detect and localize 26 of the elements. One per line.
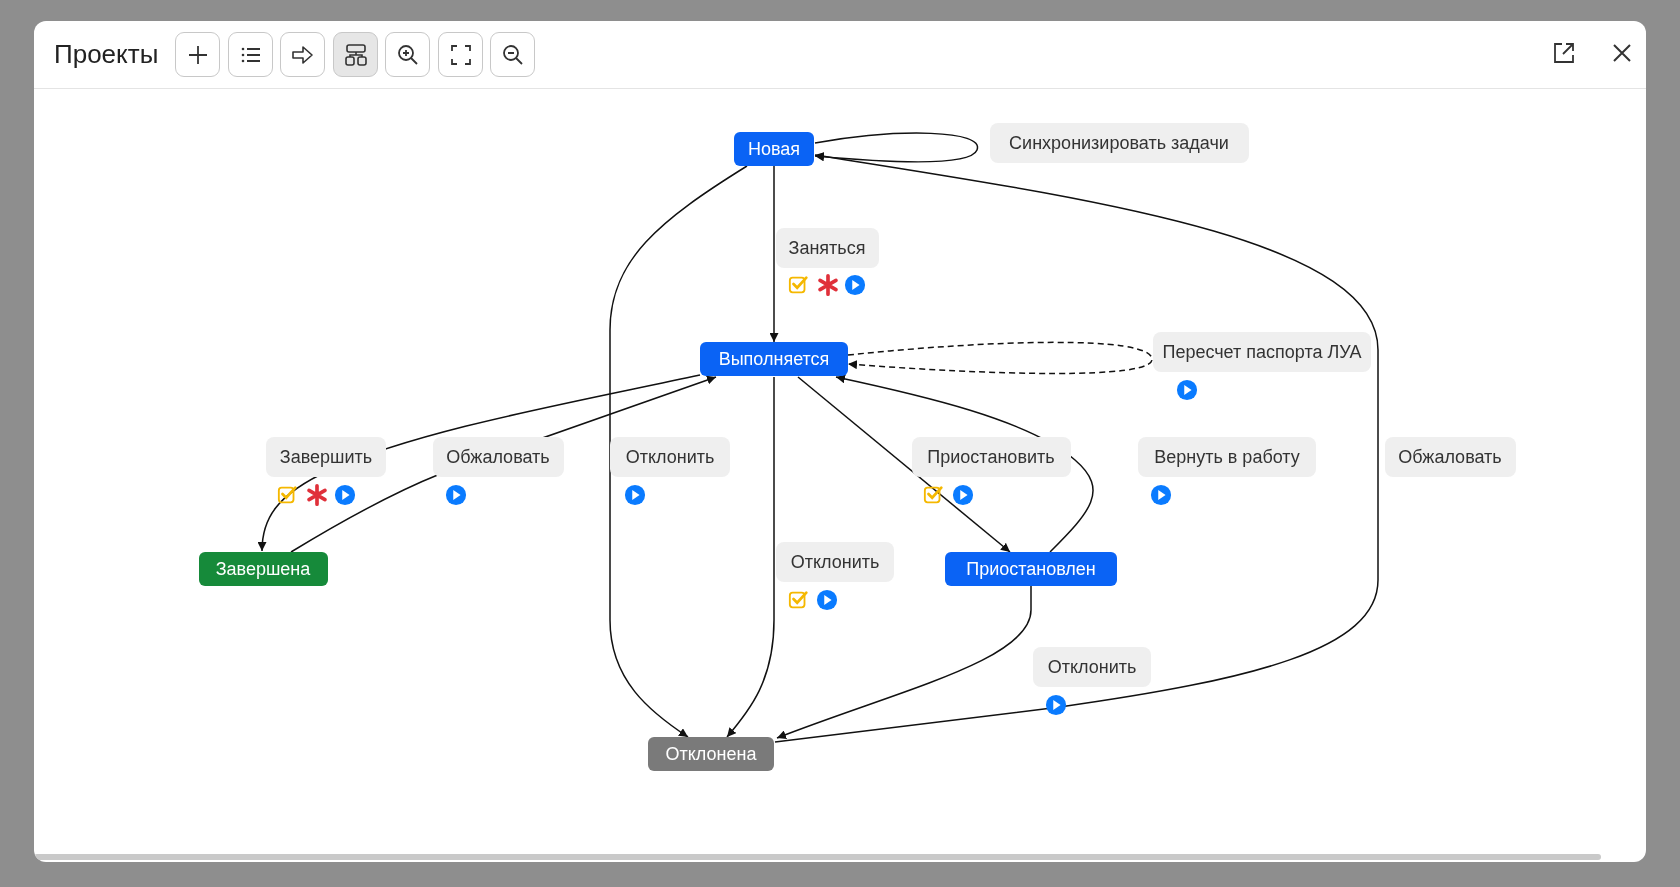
edge-label: Отклонить <box>1033 647 1151 687</box>
edge-label: Приостановить <box>911 437 1071 477</box>
state-box: Завершена <box>198 552 328 586</box>
dialog-title: Проекты <box>54 39 159 70</box>
state-box: Отклонена <box>648 737 774 771</box>
state-box: Новая <box>734 132 814 166</box>
loop-arrow <box>847 341 1153 375</box>
edge-label: Пересчет паспорта ЛУА <box>1153 332 1371 372</box>
edge-label: Отклонить <box>610 437 730 477</box>
arrow <box>776 585 1032 740</box>
edge-label: Обжаловать <box>432 437 564 477</box>
arrow <box>609 165 748 738</box>
edge-label: Отклонить <box>776 542 894 582</box>
state-box: Приостановлен <box>945 552 1117 586</box>
arrow <box>726 376 775 738</box>
arrow <box>774 151 1379 743</box>
edge-label: Вернуть в работу <box>1138 437 1316 477</box>
loop-arrow <box>814 132 978 163</box>
edge-label: Завершить <box>266 437 386 477</box>
edge-label: Заняться <box>775 228 879 268</box>
arrow <box>769 165 779 343</box>
arrow <box>835 374 1094 553</box>
edge-label: Обжаловать <box>1384 437 1516 477</box>
state-box: Выполняется <box>700 342 848 376</box>
edge-label: Синхронизировать задачи <box>989 123 1249 163</box>
arrow <box>797 376 1011 553</box>
